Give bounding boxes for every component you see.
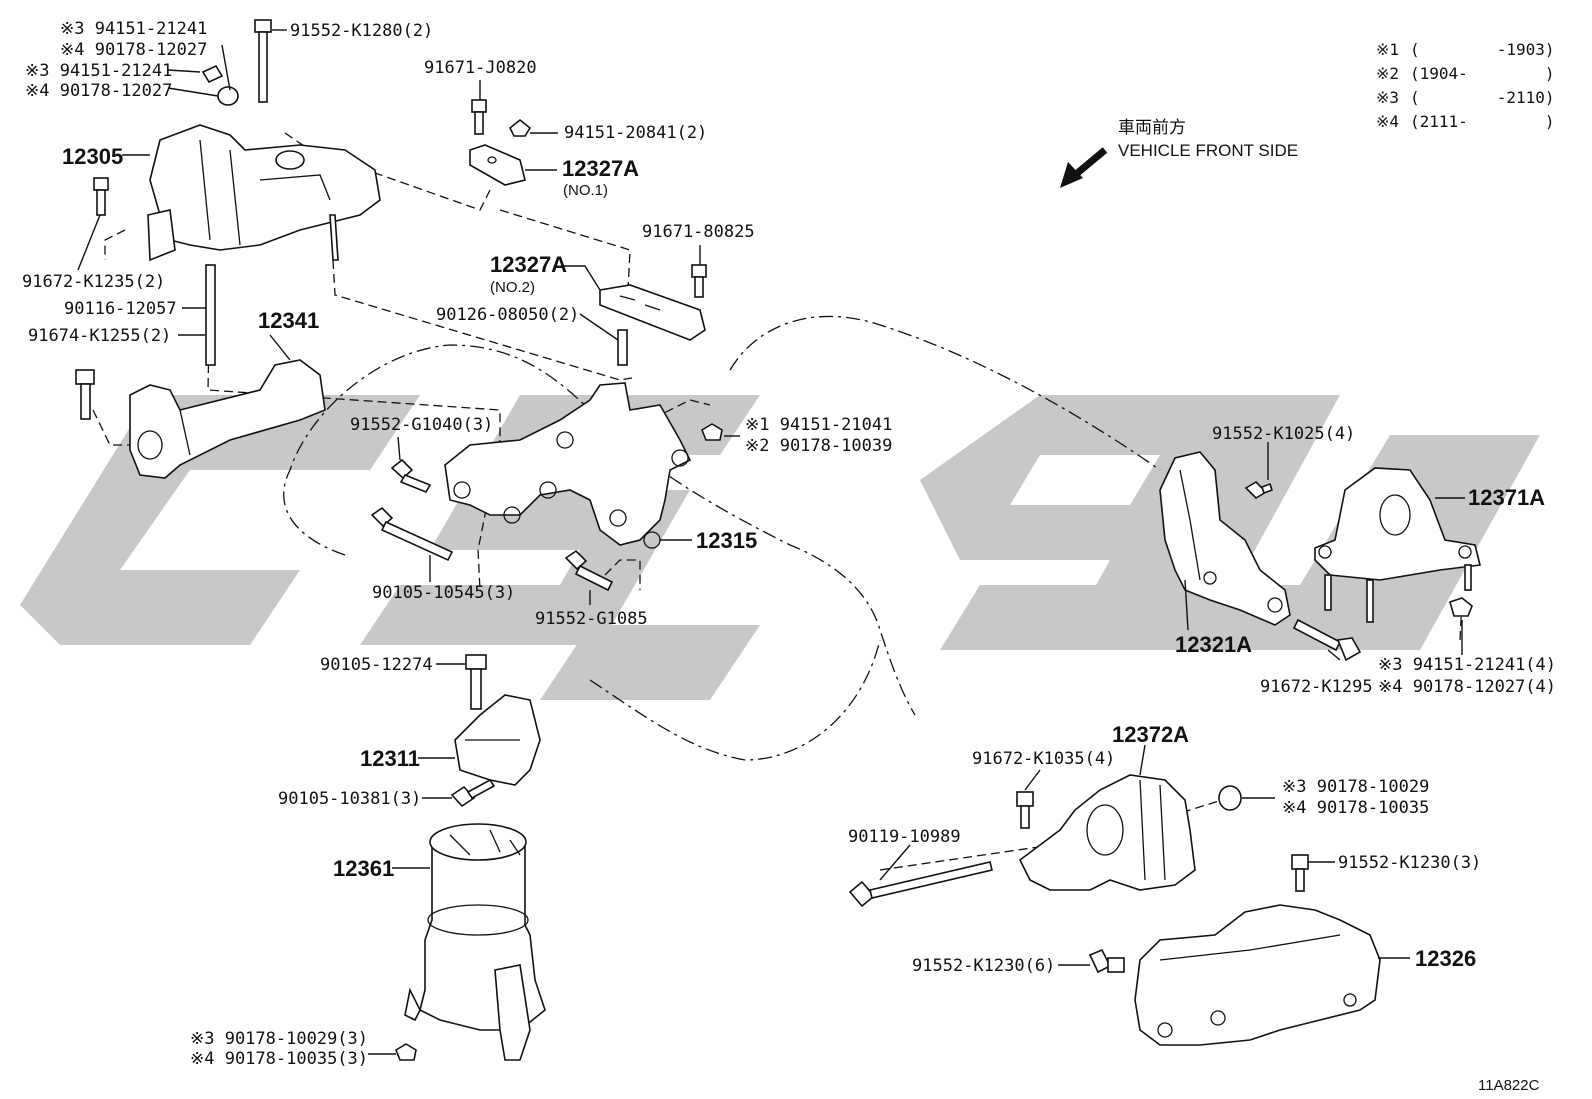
label-90178-10029: ※3 90178-10029 xyxy=(1282,777,1429,797)
part-labels: 91552-K1280(2) ※3 94151-21241 ※4 90178-1… xyxy=(22,19,1556,1069)
ref-12361: 12361 xyxy=(333,856,394,881)
note-3-mark: ※3 xyxy=(1376,88,1399,107)
label-91552-g1085: 91552-G1085 xyxy=(535,609,648,629)
ref-12327a-no1: 12327A xyxy=(562,156,639,181)
label-90178-10029-3: ※3 90178-10029(3) xyxy=(190,1029,368,1049)
label-91552-g1040: 91552-G1040(3) xyxy=(350,415,493,435)
bolt-91671-80825[interactable] xyxy=(691,264,707,298)
label-90178-12027-a: ※4 90178-12027 xyxy=(60,40,207,60)
label-94151-21241-a: ※3 94151-21241 xyxy=(60,19,207,39)
label-91671-j0820: 91671-J0820 xyxy=(424,58,537,78)
bolt-90105-10545[interactable] xyxy=(370,506,454,562)
label-90105-10545: 90105-10545(3) xyxy=(372,583,515,603)
label-94151-21241-b: ※3 94151-21241 xyxy=(25,61,172,81)
ref-12321a: 12321A xyxy=(1175,632,1252,657)
label-90178-12027-b: ※4 90178-12027 xyxy=(25,81,172,101)
label-90178-10035-3: ※4 90178-10035(3) xyxy=(190,1049,368,1069)
bolt-91674-k1255[interactable] xyxy=(75,369,95,420)
part-12327a-no1[interactable] xyxy=(469,144,526,186)
part-12372a-mount[interactable] xyxy=(1018,774,1196,891)
label-91674-k1255: 91674-K1255(2) xyxy=(28,326,171,346)
label-no1: (NO.1) xyxy=(563,182,608,199)
ref-12371a: 12371A xyxy=(1468,485,1545,510)
label-91672-k1235: 91672-K1235(2) xyxy=(22,272,165,292)
part-12371a-mount[interactable] xyxy=(1314,467,1481,623)
ref-12341: 12341 xyxy=(258,308,319,333)
ref-12305: 12305 xyxy=(62,144,123,169)
bolt-91672-k1235[interactable] xyxy=(93,177,109,216)
nut-94151-21041[interactable] xyxy=(701,423,723,441)
label-91672-k1295: 91672-K1295 xyxy=(1260,677,1373,697)
label-91672-k1035: 91672-K1035(4) xyxy=(972,749,1115,769)
label-91552-k1230-3: 91552-K1230(3) xyxy=(1338,853,1481,873)
bolt-91552-k1230-3[interactable] xyxy=(1291,854,1309,892)
part-12327a-no2[interactable] xyxy=(599,284,706,341)
note-4-range: (2111- ) xyxy=(1410,112,1555,131)
label-90105-10381: 90105-10381(3) xyxy=(278,789,421,809)
part-12311-bracket[interactable] xyxy=(454,694,541,786)
transmission-outline xyxy=(589,639,881,761)
label-90105-12274: 90105-12274 xyxy=(320,655,433,675)
nut-94151-21241-4[interactable] xyxy=(1449,597,1473,617)
part-12341-bracket[interactable] xyxy=(129,359,326,479)
ref-12326: 12326 xyxy=(1415,946,1476,971)
label-94151-21241-4: ※3 94151-21241(4) xyxy=(1378,655,1556,675)
stud-90126-08050[interactable] xyxy=(617,329,628,366)
label-91552-k1280: 91552-K1280(2) xyxy=(290,21,433,41)
bolt-90105-10381[interactable] xyxy=(450,778,496,808)
transaxle-outline xyxy=(729,315,1161,471)
bolt-91552-g1040[interactable] xyxy=(390,458,432,494)
date-notes: ※1 ( -1903) ※2 (1904- ) ※3 ( -2110) ※4 (… xyxy=(1376,40,1555,131)
nut-90178-10029[interactable] xyxy=(1218,785,1242,811)
ref-12372a: 12372A xyxy=(1112,722,1189,747)
label-90126-08050: 90126-08050(2) xyxy=(436,305,579,325)
part-12321a-bracket[interactable] xyxy=(1159,451,1291,626)
note-4-mark: ※4 xyxy=(1376,112,1399,131)
direction-en: VEHICLE FRONT SIDE xyxy=(1118,141,1298,160)
label-94151-20841: 94151-20841(2) xyxy=(564,123,707,143)
label-90119-10989: 90119-10989 xyxy=(848,827,961,847)
stud-90116-12057[interactable] xyxy=(205,264,216,366)
nut-90178-10029-3[interactable] xyxy=(395,1043,417,1061)
label-90178-12027-4: ※4 90178-12027(4) xyxy=(1378,677,1556,697)
label-no2: (NO.2) xyxy=(490,279,535,296)
label-91552-k1230-6: 91552-K1230(6) xyxy=(912,956,1055,976)
note-1-mark: ※1 xyxy=(1376,40,1399,59)
direction-jp: 車両前方 xyxy=(1118,118,1186,137)
nut-94151-20841[interactable] xyxy=(508,118,532,137)
note-2-mark: ※2 xyxy=(1376,64,1399,83)
bolt-90119-10989[interactable] xyxy=(848,861,993,908)
part-12326-bracket[interactable] xyxy=(1134,904,1381,1046)
bolt-90105-12274[interactable] xyxy=(465,654,487,710)
bolt-91552-k1280[interactable] xyxy=(254,19,272,103)
ref-12315: 12315 xyxy=(696,528,757,553)
ref-12327a-no2: 12327A xyxy=(490,252,567,277)
bolt-91552-k1230-6[interactable] xyxy=(1088,948,1125,974)
ref-12311: 12311 xyxy=(360,746,420,771)
nut-94151-21241-a[interactable] xyxy=(201,64,224,84)
label-90116-12057: 90116-12057 xyxy=(64,299,177,319)
bolt-91672-k1295[interactable] xyxy=(1292,618,1362,662)
note-2-range: (1904- ) xyxy=(1410,64,1555,83)
note-3-range: ( -2110) xyxy=(1410,88,1555,107)
bolt-91671-j0820[interactable] xyxy=(471,99,487,135)
bolt-91552-k1025[interactable] xyxy=(1244,480,1274,500)
leader-lines xyxy=(77,29,1465,1055)
label-90178-10035: ※4 90178-10035 xyxy=(1282,798,1429,818)
diagram-code: 11A822C xyxy=(1478,1077,1540,1094)
bolt-91672-k1035[interactable] xyxy=(1016,791,1034,829)
bolt-91552-g1085[interactable] xyxy=(564,549,614,592)
label-94151-21041: ※1 94151-21041 xyxy=(745,415,892,435)
nut-94151-21241-b[interactable] xyxy=(217,86,239,106)
vehicle-front-arrow-icon xyxy=(1060,147,1108,188)
part-12305-mount[interactable] xyxy=(147,124,381,262)
note-1-range: ( -1903) xyxy=(1410,40,1555,59)
label-91671-80825: 91671-80825 xyxy=(642,222,755,242)
part-12361-mount[interactable] xyxy=(404,823,546,1061)
label-91552-k1025: 91552-K1025(4) xyxy=(1212,424,1355,444)
label-90178-10039: ※2 90178-10039 xyxy=(745,436,892,456)
